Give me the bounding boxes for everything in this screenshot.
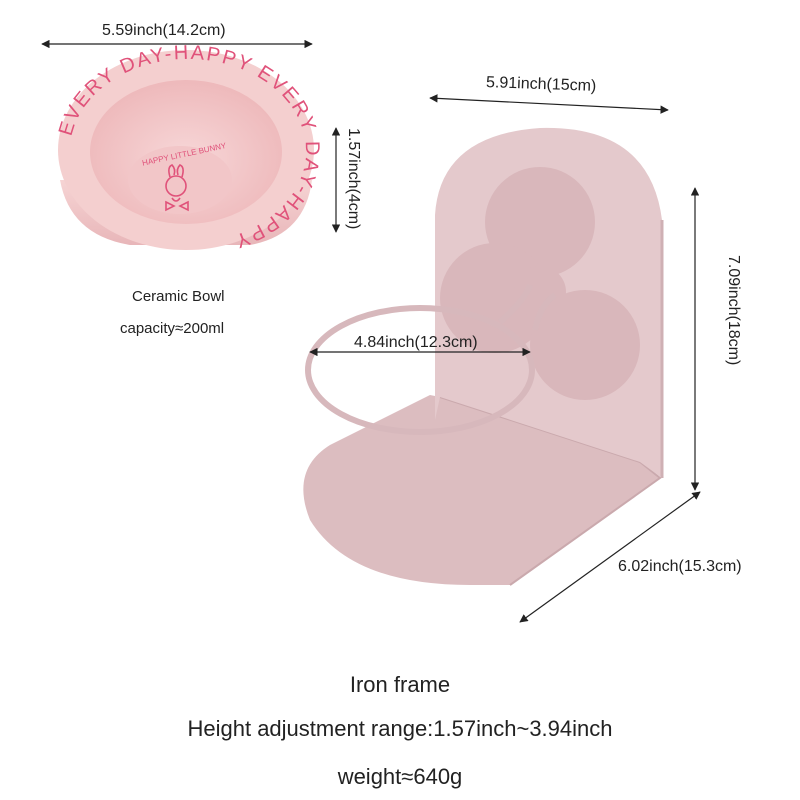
iron-frame <box>303 127 664 586</box>
bowl-height-label: 1.57inch(4cm) <box>345 128 362 230</box>
ring-holder <box>305 305 535 435</box>
bunny-icon <box>165 164 189 212</box>
frame-width-dimension-line <box>429 94 669 114</box>
bowl-caption-title: Ceramic Bowl <box>132 288 225 305</box>
frame-depth-dimension-line <box>519 491 701 623</box>
weight-label: weight≈640g <box>337 764 463 789</box>
height-range-label: Height adjustment range:1.57inch~3.94inc… <box>187 716 613 741</box>
bowl-capacity-label: capacity≈200ml <box>120 320 225 337</box>
material-label: Iron frame <box>349 672 451 697</box>
ring-width-label: 4.84inch(12.3cm) <box>354 334 478 351</box>
ceramic-bowl: HAPPY LITTLE BUNNY EVERY DAY-HAPPY EVERY… <box>55 42 321 253</box>
frame-depth-label: 6.02inch(15.3cm) <box>618 558 742 575</box>
bowl-width-label: 5.59inch(14.2cm) <box>102 22 226 39</box>
frame-width-label: 5.91inch(15cm) <box>485 74 597 95</box>
frame-height-label: 7.09inch(18cm) <box>725 255 742 366</box>
